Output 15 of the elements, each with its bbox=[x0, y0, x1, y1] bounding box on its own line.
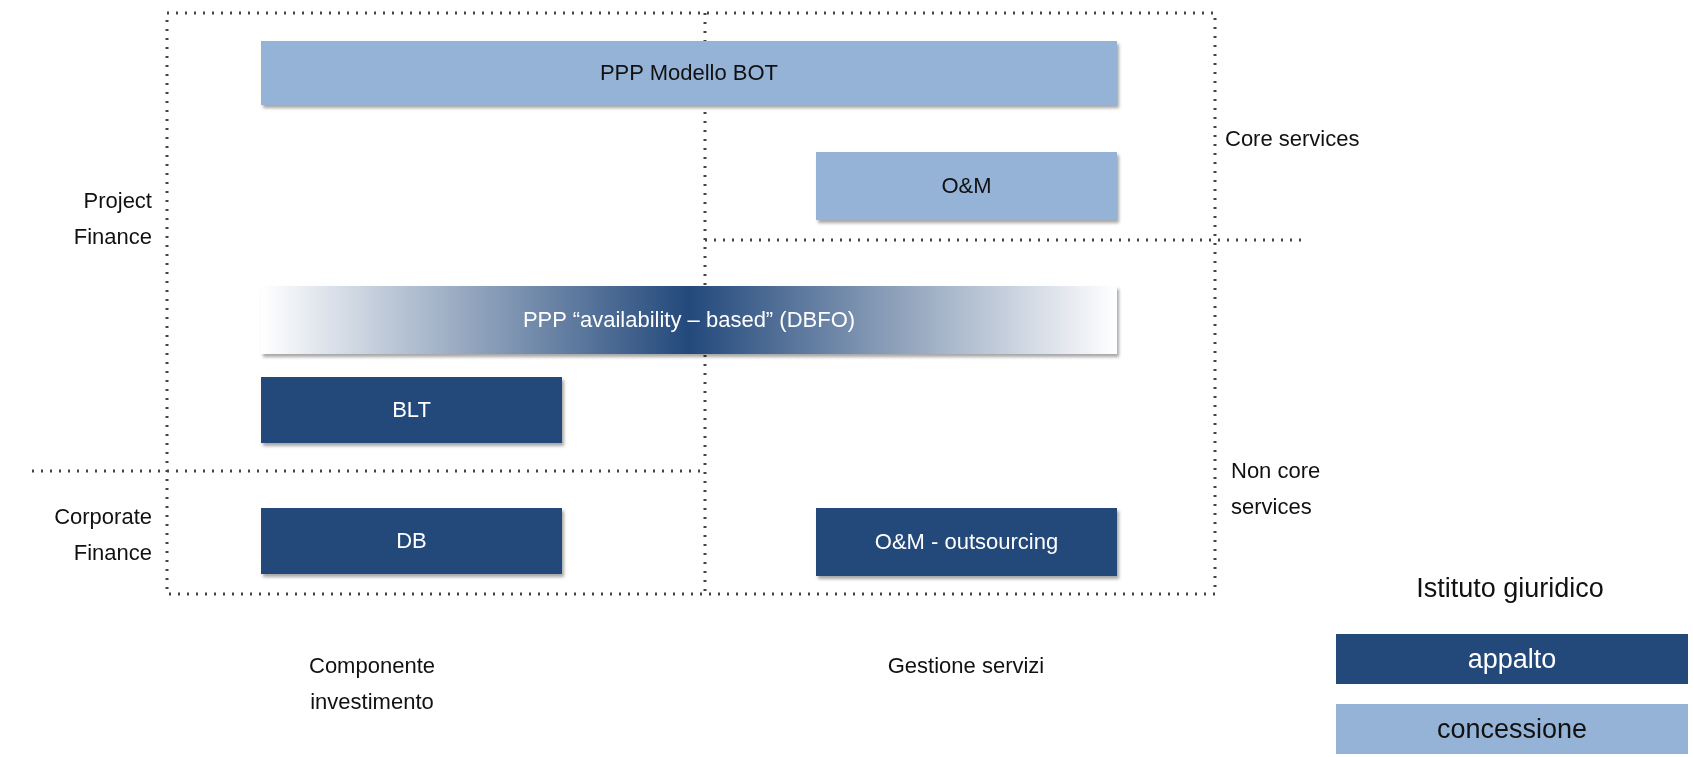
column-label: Gestione servizi bbox=[886, 652, 1046, 680]
legend-swatch: concessione bbox=[1336, 704, 1688, 754]
legend-swatch: appalto bbox=[1336, 634, 1688, 684]
legend-title: Istituto giuridico bbox=[1415, 572, 1605, 605]
row-label: Non core services bbox=[1231, 457, 1322, 521]
row-label: Project Finance bbox=[72, 187, 152, 251]
model-bar: BLT bbox=[261, 377, 562, 443]
row-label: Core services bbox=[1225, 125, 1361, 153]
model-bar: PPP Modello BOT bbox=[261, 41, 1117, 105]
model-bar: PPP “availability – based” (DBFO) bbox=[261, 286, 1117, 354]
column-label: Componente investimento bbox=[308, 652, 436, 716]
model-bar: O&M - outsourcing bbox=[816, 508, 1117, 576]
model-bar: O&M bbox=[816, 152, 1117, 220]
row-label: Corporate Finance bbox=[53, 503, 152, 567]
model-bar: DB bbox=[261, 508, 562, 574]
